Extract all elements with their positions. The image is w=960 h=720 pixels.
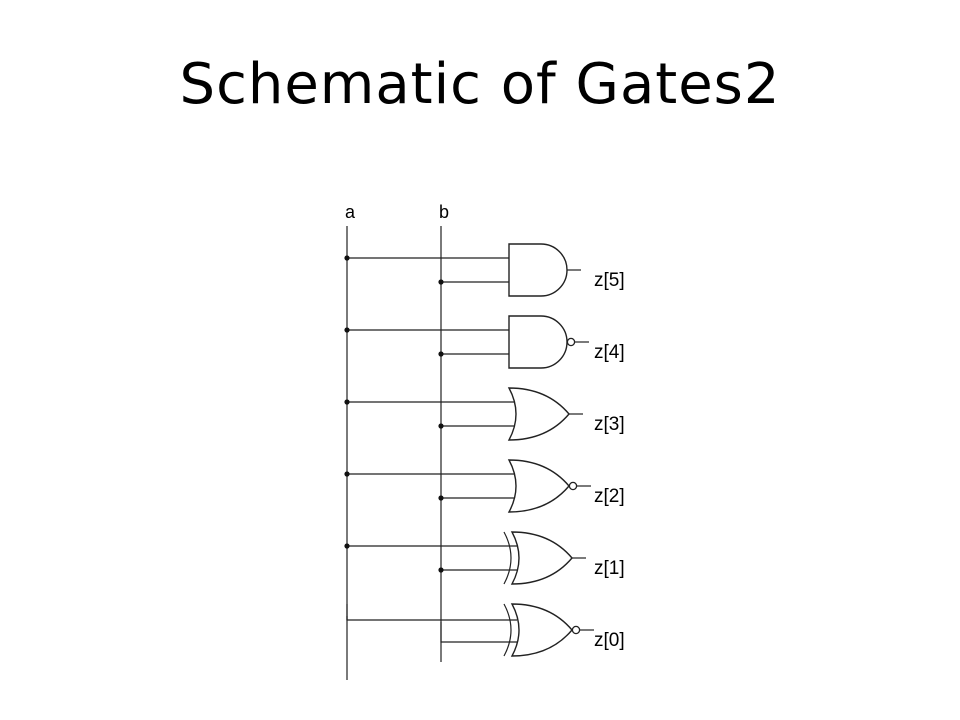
junction-dot: [344, 471, 350, 477]
wire-b: [440, 622, 517, 643]
xor-input-arc: [503, 603, 512, 657]
junction-dot: [344, 399, 350, 405]
or-gate-symbol: [507, 387, 570, 441]
junction-dot: [438, 279, 444, 285]
output-label-and: z[5]: [594, 270, 625, 291]
input-label-a: a: [345, 202, 356, 222]
junction-dot: [344, 327, 350, 333]
xnor-gate-symbol: [510, 603, 573, 657]
inversion-bubble: [571, 625, 581, 635]
inversion-bubble: [566, 337, 576, 347]
output-label-nand: z[4]: [594, 342, 625, 363]
nor-gate-symbol: [507, 459, 570, 513]
junction-dot: [344, 543, 350, 549]
junction-dot: [438, 495, 444, 501]
junction-dot: [344, 255, 350, 261]
slide-title: Schematic of Gates2: [179, 52, 781, 117]
output-label-xor: z[1]: [594, 558, 625, 579]
output-label-xnor: z[0]: [594, 630, 625, 651]
nand-gate-symbol: [508, 315, 568, 369]
inversion-bubble: [568, 481, 578, 491]
wire-a: [346, 616, 517, 621]
junction-dot: [438, 567, 444, 573]
output-label-nor: z[2]: [594, 486, 625, 507]
xor-input-arc: [503, 531, 512, 585]
output-label-or: z[3]: [594, 414, 625, 435]
xor-gate-symbol: [510, 531, 573, 585]
input-label-b: b: [439, 202, 449, 222]
junction-dot: [438, 351, 444, 357]
junction-dot: [438, 423, 444, 429]
and-gate-symbol: [508, 243, 568, 297]
